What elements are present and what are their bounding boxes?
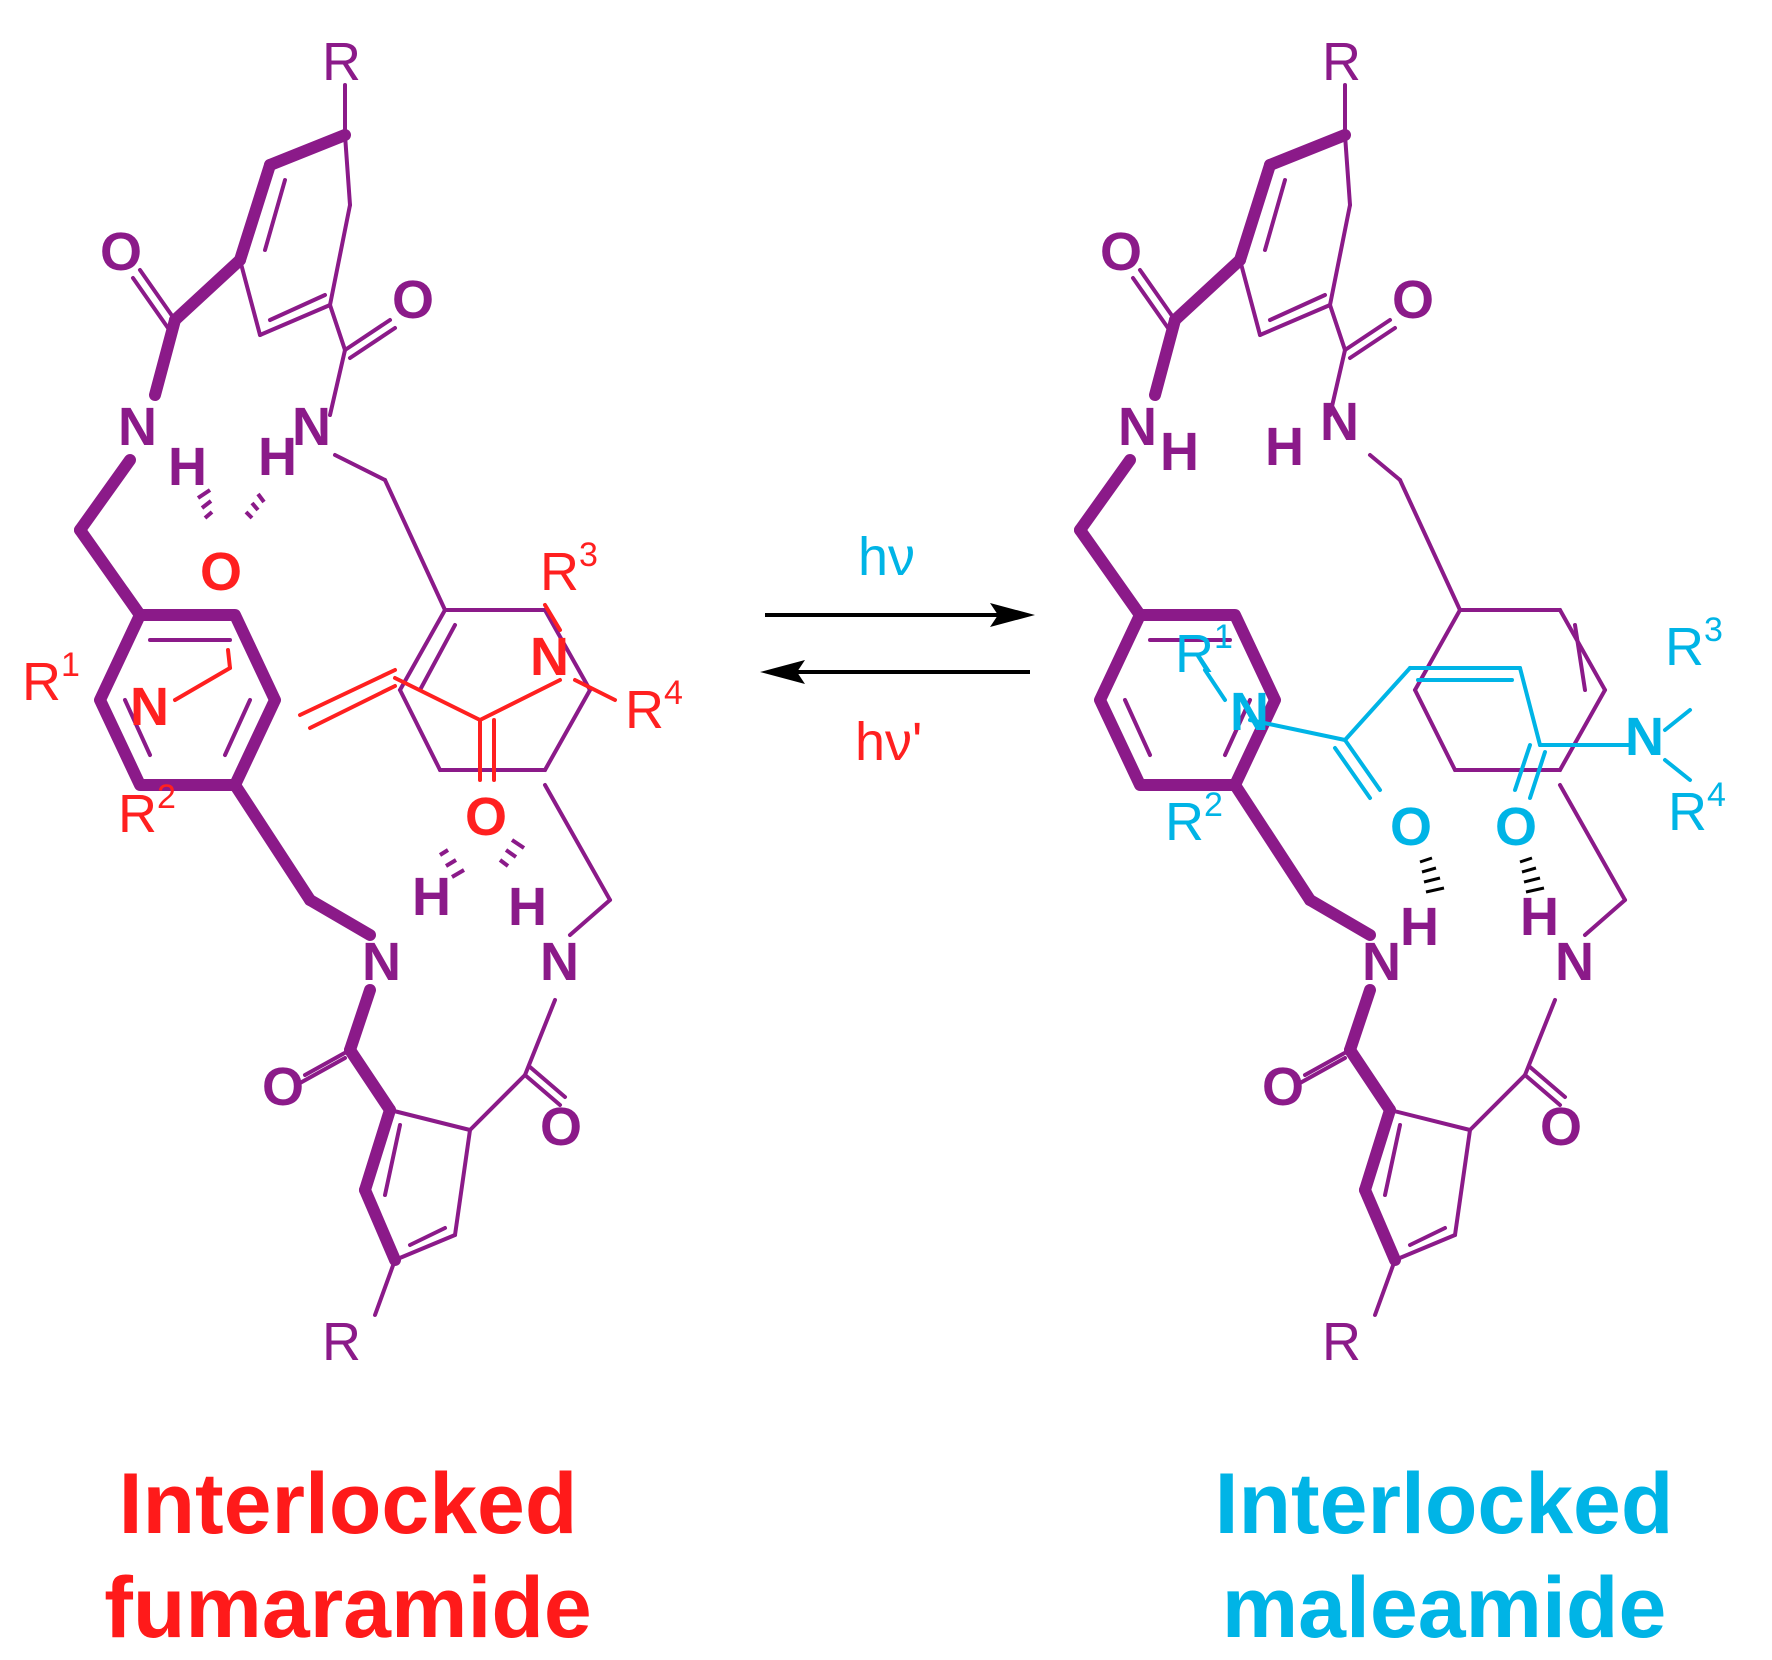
reverse-light-label: hν' xyxy=(855,712,922,772)
left-top-h2-label: H xyxy=(258,427,297,487)
right-o2-label: O xyxy=(1495,797,1537,857)
right-top-o1-label: O xyxy=(1100,222,1142,282)
left-bottom-n1-label: N xyxy=(362,932,401,992)
right-thread-labels: O O N N R1 R2 R3 R4 xyxy=(1165,611,1726,857)
right-top-o2-label: O xyxy=(1392,270,1434,330)
right-r3-label: R3 xyxy=(1665,611,1723,677)
right-hbonds xyxy=(1419,856,1545,894)
left-r3-label: R3 xyxy=(540,536,598,602)
right-macrocycle-linkers xyxy=(1074,453,1627,941)
right-bottom-isophthalamide xyxy=(1298,984,1567,1317)
left-r1-label: R1 xyxy=(22,646,80,712)
right-top-n1-label: N xyxy=(1118,397,1157,457)
left-o-top-label: O xyxy=(200,542,242,602)
right-bottom-o2-label: O xyxy=(1540,1097,1582,1157)
left-top-r-label: R xyxy=(322,32,361,92)
equilibrium-arrows: hν hν' xyxy=(760,527,1035,772)
right-r4-label: R4 xyxy=(1668,776,1726,842)
right-bottom-h2-label: H xyxy=(1520,887,1559,947)
left-top-isophthalamide xyxy=(131,83,397,417)
right-bottom-n2-label: N xyxy=(1555,932,1594,992)
left-top-n2-label: N xyxy=(292,397,331,457)
right-r2-label: R2 xyxy=(1165,786,1223,852)
maleamide-rotaxane: R O O N H N H N H N H O O R O O N N R1 R… xyxy=(1074,32,1726,1372)
right-xylylene-ring xyxy=(1094,609,1281,791)
left-o-bottom-label: O xyxy=(465,787,507,847)
maleamide-caption-line2: maleamide xyxy=(1221,1560,1667,1656)
fumaramide-caption-line2: fumaramide xyxy=(104,1560,592,1656)
left-bottom-o2-label: O xyxy=(540,1097,582,1157)
left-n2-label: N xyxy=(530,627,569,687)
left-hbonds xyxy=(196,488,526,879)
right-top-n2-label: N xyxy=(1320,392,1359,452)
left-thread-labels: O O N N R1 R2 R3 R4 xyxy=(22,536,683,847)
right-bottom-o1-label: O xyxy=(1262,1057,1304,1117)
right-top-isophthalamide xyxy=(1131,83,1397,417)
left-top-h1-label: H xyxy=(168,437,207,497)
left-bottom-n2-label: N xyxy=(540,932,579,992)
right-top-h1-label: H xyxy=(1160,422,1199,482)
left-top-o1-label: O xyxy=(100,222,142,282)
forward-light-label: hν xyxy=(858,527,915,587)
right-o1-label: O xyxy=(1390,797,1432,857)
left-top-n1-label: N xyxy=(118,397,157,457)
right-n2-label: N xyxy=(1625,707,1664,767)
left-xylylene-ring xyxy=(94,609,281,791)
right-bottom-r-label: R xyxy=(1322,1312,1361,1372)
left-bottom-r-label: R xyxy=(322,1312,361,1372)
left-bottom-o1-label: O xyxy=(262,1057,304,1117)
fumaramide-rotaxane: R O O N H N H N H N H O O R O O N N R1 R… xyxy=(22,32,683,1372)
maleamide-caption: Interlocked maleamide xyxy=(1124,1452,1764,1660)
right-bottom-h1-label: H xyxy=(1400,897,1439,957)
right-r1-label: R1 xyxy=(1175,618,1233,684)
fumaramide-caption: Interlocked fumaramide xyxy=(28,1452,668,1660)
left-top-o2-label: O xyxy=(392,270,434,330)
right-top-r-label: R xyxy=(1322,32,1361,92)
left-r4-label: R4 xyxy=(625,674,683,740)
left-macrocycle-linkers xyxy=(74,453,612,941)
right-n1-label: N xyxy=(1230,682,1269,742)
left-bottom-isophthalamide xyxy=(298,984,567,1317)
forward-arrowhead xyxy=(990,603,1035,627)
right-atom-labels: R O O N H N H N H N H O O R xyxy=(1100,32,1594,1372)
fumaramide-thread xyxy=(173,603,617,782)
left-n1-label: N xyxy=(130,677,169,737)
reverse-arrowhead xyxy=(760,660,805,684)
fumaramide-caption-line1: Interlocked xyxy=(118,1456,578,1552)
left-atom-labels: R O O N H N H N H N H O O R xyxy=(100,32,582,1372)
maleamide-caption-line1: Interlocked xyxy=(1214,1456,1674,1552)
right-bottom-n1-label: N xyxy=(1362,932,1401,992)
left-bottom-h2-label: H xyxy=(508,877,547,937)
left-bottom-h1-label: H xyxy=(412,867,451,927)
right-back-ring xyxy=(1413,608,1607,772)
left-r2-label: R2 xyxy=(118,778,176,844)
right-top-h2-label: H xyxy=(1265,417,1304,477)
maleamide-thread xyxy=(1203,666,1692,800)
